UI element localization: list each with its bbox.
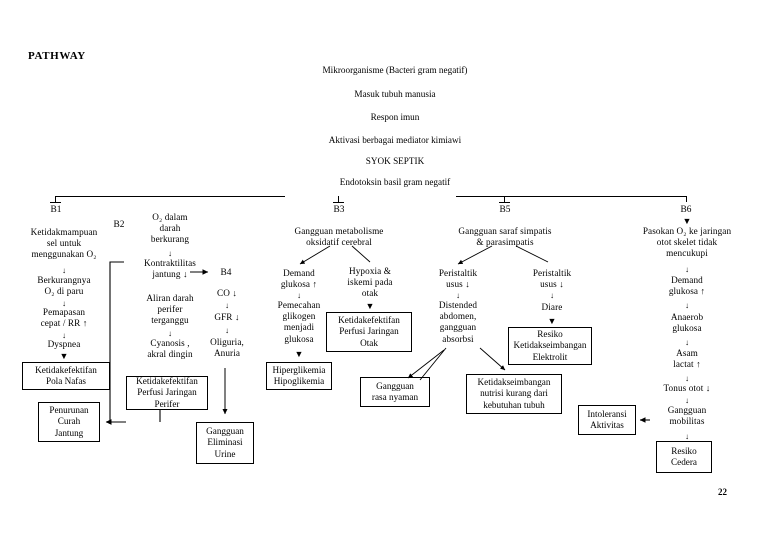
b6-step-6: Gangguan mobilitas <box>667 405 707 427</box>
b6-step-1: Pasokan O₂ ke jaringan otot skelet tidak… <box>642 226 732 259</box>
b1-connector-4-arrow: ▼ <box>59 351 69 361</box>
b3-left-connector-1: ↓ <box>297 291 301 300</box>
b1-step-2: Berkurangnya O₂ di paru <box>37 275 91 297</box>
b1-step-4: Dyspnea <box>47 339 81 349</box>
b5-right-step-1: Peristaltik usus ↓ <box>532 268 572 290</box>
branch-tick-b5 <box>504 196 506 202</box>
branch-tick-b3 <box>338 196 340 202</box>
box-ketidakefektifan-perfusi-jaringan-perifer: Ketidakefektifan Perfusi Jaringan Perife… <box>126 376 208 410</box>
b6-step-3: Anaerob glukosa <box>670 312 704 334</box>
b2-step-3: Aliran darah perifer terganggu <box>146 293 194 326</box>
b3-right-step-1: Hypoxia & iskemi pada otak <box>347 266 393 299</box>
b6-step-5: Tonus otot ↓ <box>663 383 711 393</box>
b1-step-1: Ketidakmampuan sel untuk menggunakan O₂ <box>30 227 98 260</box>
branch-label-b1: B1 <box>50 205 62 215</box>
b6-step-2: Demand glukosa ↑ <box>668 275 706 297</box>
b4-connector-2: ↓ <box>225 326 229 335</box>
center-flow-step-5-syok-septik: SYOK SEPTIK <box>365 156 425 166</box>
page-title: PATHWAY <box>28 50 86 62</box>
b4-step-2: GFR ↓ <box>214 312 240 322</box>
b1-connector-1: ↓ <box>62 266 66 275</box>
b4-connector-1: ↓ <box>225 301 229 310</box>
box-resiko-cedera: Resiko Cedera <box>656 441 712 473</box>
b3-left-connector-2-arrow: ▼ <box>294 349 304 359</box>
box-ketidakseimbangan-nutrisi: Ketidakseimbangan nutrisi kurang dari ke… <box>466 374 562 414</box>
b6-step-4: Asam lactat ↑ <box>673 348 701 370</box>
branch-foot-b3 <box>333 202 344 204</box>
b2-connector-2: ↓ <box>168 329 172 338</box>
b5-right-connector-2-arrow: ▼ <box>547 316 557 326</box>
b6-connector-6: ↓ <box>685 432 689 441</box>
center-flow-step-3: Respon imun <box>370 112 420 122</box>
box-hiperglikemia-hipoglikemia: Hiperglikemia Hipoglikemia <box>266 362 332 390</box>
center-flow-step-1: Mikroorganisme (Bacteri gram negatif) <box>322 65 468 75</box>
b3-head: Gangguan metabolisme oksidatif cerebral <box>294 226 384 248</box>
branch-foot-b5 <box>499 202 510 204</box>
b6-connector-1: ↓ <box>685 265 689 274</box>
branch-tick-b1 <box>55 196 57 202</box>
branch-foot-b1 <box>50 202 61 204</box>
branch-label-b3: B3 <box>333 205 345 215</box>
b6-connector-0-arrow: ▼ <box>682 216 692 226</box>
b3-left-step-1: Demand glukosa ↑ <box>280 268 318 290</box>
center-flow-step-4: Aktivasi berbagai mediator kimiawi <box>328 135 462 145</box>
b2-step-4: Cyanosis , akral dingin <box>147 338 193 360</box>
page-number: 22 <box>718 487 727 497</box>
b2-step-2: Kontraktilitas jantung ↓ <box>144 258 196 280</box>
box-penurunan-curah-jantung: Penurunan Curah Jantung <box>38 402 100 442</box>
branch-bar-left <box>55 196 285 198</box>
b5-right-connector-1: ↓ <box>550 291 554 300</box>
b5-left-step-1: Peristaltik usus ↓ <box>438 268 478 290</box>
b5-head: Gangguan saraf simpatis & parasimpatis <box>458 226 552 248</box>
box-ketidakefektifan-perfusi-jaringan-otak: Ketidakefektifan Perfusi Jaringan Otak <box>326 312 412 352</box>
b5-left-connector-1: ↓ <box>456 291 460 300</box>
b6-connector-5: ↓ <box>685 396 689 405</box>
box-gangguan-rasa-nyaman: Gangguan rasa nyaman <box>360 377 430 407</box>
branch-label-b2: B2 <box>113 220 125 230</box>
b1-connector-2: ↓ <box>62 299 66 308</box>
branch-bar-right <box>456 196 686 198</box>
center-flow-step-2: Masuk tubuh manusia <box>354 89 436 99</box>
branch-label-b4: B4 <box>220 268 232 278</box>
b2-step-1: O₂ dalam darah berkurang <box>150 212 190 245</box>
branch-tick-b6 <box>686 196 688 202</box>
b5-left-step-2: Distended abdomen, gangguan absorbsi <box>438 300 478 344</box>
b6-connector-2: ↓ <box>685 301 689 310</box>
box-ketidakefektifan-pola-nafas: Ketidakefektifan Pola Nafas <box>22 362 110 390</box>
box-gangguan-eliminasi-urine: Gangguan Eliminasi Urine <box>196 422 254 464</box>
b3-right-connector-1-arrow: ▼ <box>365 301 375 311</box>
b6-connector-4: ↓ <box>685 374 689 383</box>
box-resiko-ketidakseimbangan-elektrolit: Resiko Ketidakseimbangan Elektrolit <box>508 327 592 365</box>
branch-label-b6: B6 <box>680 205 692 215</box>
b1-connector-3: ↓ <box>62 331 66 340</box>
b1-step-3: Pemapasan cepat / RR ↑ <box>40 307 88 329</box>
center-flow-step-6: Endotoksin basil gram negatif <box>339 177 451 187</box>
b5-right-step-2: Diare <box>541 302 563 312</box>
b2-connector-1: ↓ <box>168 249 172 258</box>
box-intoleransi-aktivitas: Intoleransi Aktivitas <box>578 405 636 435</box>
b4-step-3: Oliguria, Anuria <box>210 337 244 359</box>
b3-left-step-2: Pemecahan glikogen menjadi glukosa <box>277 300 321 344</box>
b4-step-1: CO ↓ <box>216 288 238 298</box>
b6-connector-3: ↓ <box>685 338 689 347</box>
branch-label-b5: B5 <box>499 205 511 215</box>
